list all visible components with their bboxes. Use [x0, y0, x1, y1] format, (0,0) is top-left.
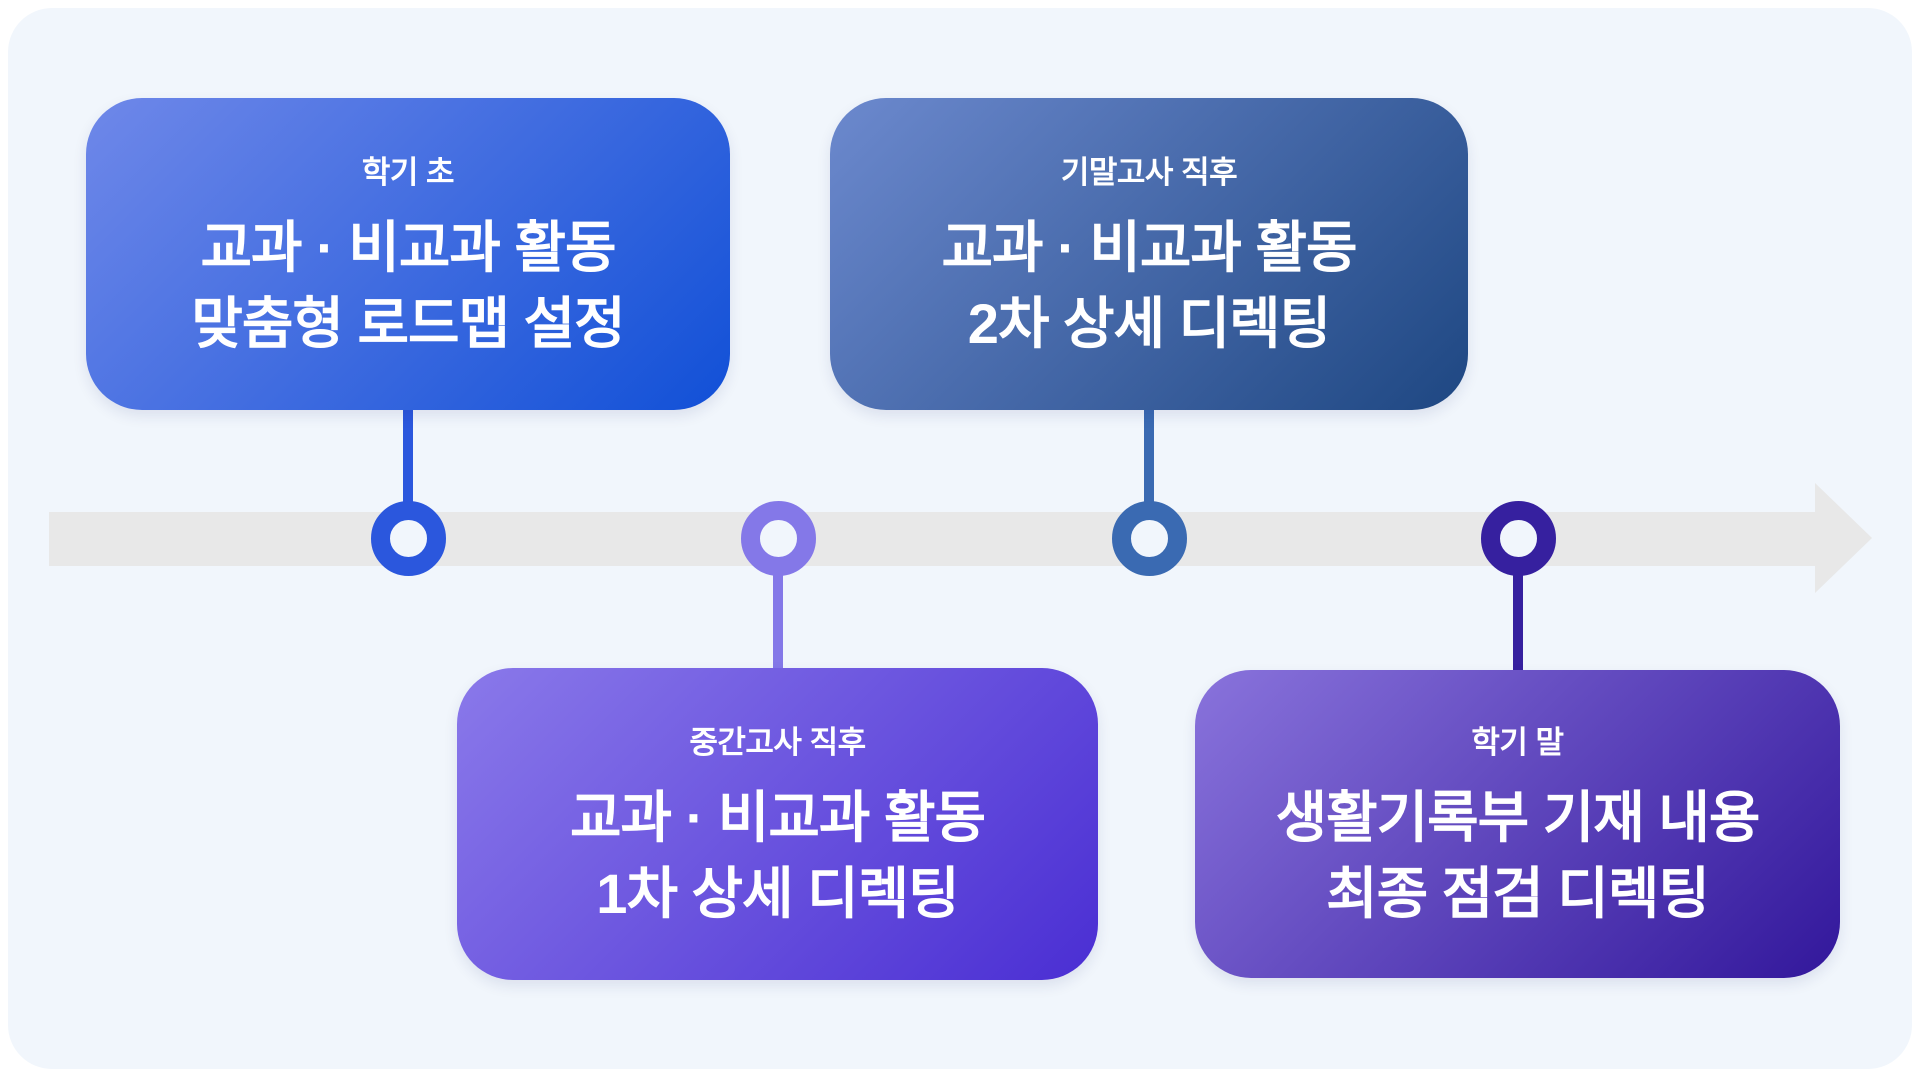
card-title-line1: 생활기록부 기재 내용: [1275, 785, 1761, 849]
timeline-node-after-final: [1112, 501, 1187, 576]
card-title-line2: 2차 상세 디렉팅: [967, 291, 1331, 355]
timeline-arrowhead-icon: [1815, 483, 1872, 593]
connector-semester-end: [1513, 572, 1523, 672]
connector-after-final: [1144, 406, 1154, 506]
card-period-label: 기말고사 직후: [1060, 154, 1238, 190]
card-semester-end: 학기 말 생활기록부 기재 내용 최종 점검 디렉팅: [1195, 670, 1840, 978]
connector-semester-start: [403, 406, 413, 506]
timeline-node-semester-end: [1481, 501, 1556, 576]
connector-after-midterm: [773, 572, 783, 670]
card-title-line2: 맞춤형 로드맵 설정: [191, 291, 625, 355]
card-title-line1: 교과 · 비교과 활동: [200, 215, 617, 279]
timeline-node-semester-start: [371, 501, 446, 576]
timeline-node-after-midterm: [741, 501, 816, 576]
card-title-line2: 1차 상세 디렉팅: [596, 861, 959, 925]
card-title-line1: 교과 · 비교과 활동: [570, 785, 986, 849]
card-after-final-exam: 기말고사 직후 교과 · 비교과 활동 2차 상세 디렉팅: [830, 98, 1468, 410]
card-title-line2: 최종 점검 디렉팅: [1326, 861, 1710, 925]
card-semester-start: 학기 초 교과 · 비교과 활동 맞춤형 로드맵 설정: [86, 98, 730, 410]
card-period-label: 학기 초: [361, 154, 455, 190]
card-period-label: 학기 말: [1471, 724, 1564, 760]
card-after-midterm-exam: 중간고사 직후 교과 · 비교과 활동 1차 상세 디렉팅: [457, 668, 1098, 980]
card-title-line1: 교과 · 비교과 활동: [941, 215, 1358, 279]
card-period-label: 중간고사 직후: [689, 724, 866, 760]
